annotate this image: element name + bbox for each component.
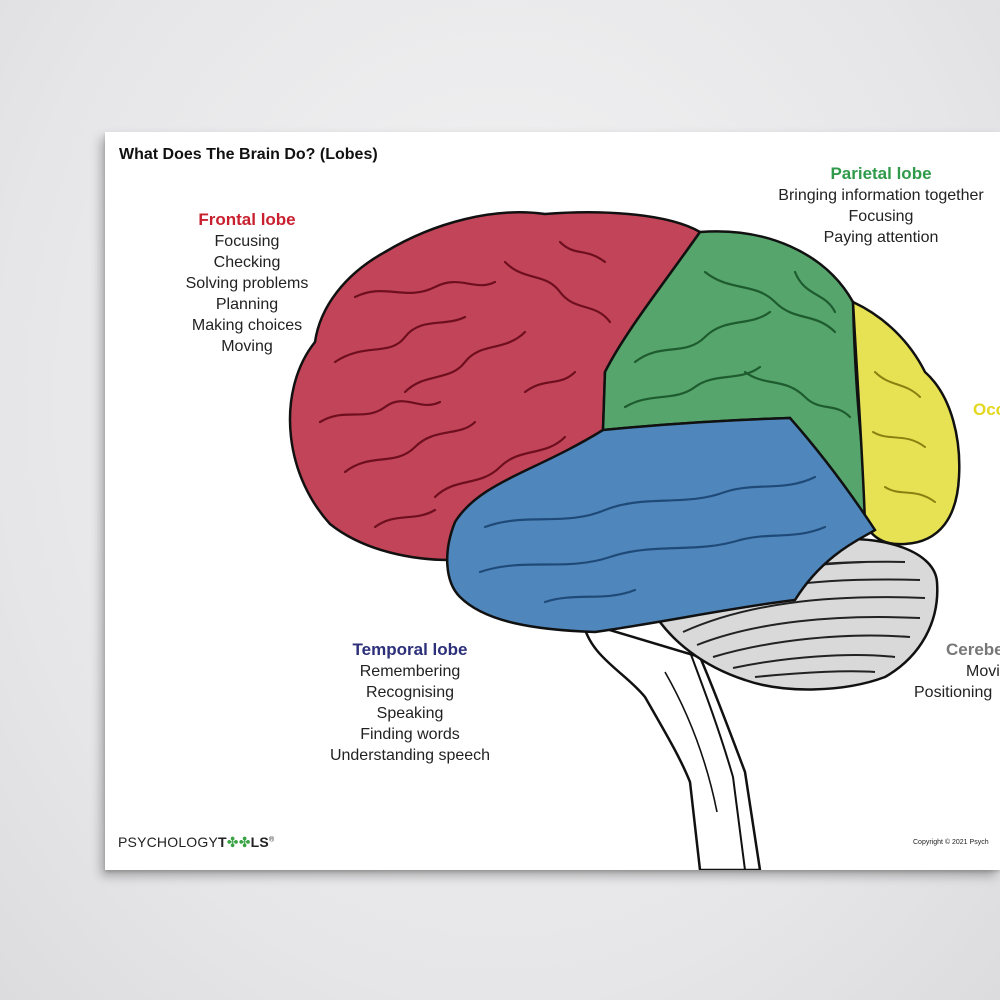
cerebellum-block: Cerebe Movi Positioning <box>914 639 1000 703</box>
temporal-lobe-title: Temporal lobe <box>352 640 468 659</box>
registered-mark: ® <box>268 836 275 844</box>
frontal-item: Checking <box>213 254 281 271</box>
cerebellum-item: Positioning <box>914 684 993 701</box>
parietal-item: Bringing information together <box>778 187 984 204</box>
page-title: What Does The Brain Do? (Lobes) <box>119 146 378 163</box>
copyright-text: Copyright © 2021 Psych <box>913 839 989 846</box>
frontal-item: Making choices <box>191 317 303 334</box>
frontal-item: Planning <box>215 296 279 313</box>
occipital-lobe-title: Occ <box>973 400 1000 419</box>
occipital-lobe-block: Occ <box>973 399 1000 421</box>
brain-diagram <box>288 211 961 870</box>
parietal-item: Focusing <box>848 208 914 225</box>
frontal-item: Solving problems <box>185 275 309 292</box>
worksheet-poster: What Does The Brain Do? (Lobes) Frontal … <box>105 132 1000 870</box>
parietal-lobe-block: Parietal lobe Bringing information toget… <box>751 163 1000 248</box>
temporal-item: Finding words <box>360 726 460 743</box>
logo-text-part2: T <box>218 834 227 850</box>
clover-icon: ✤✤ <box>226 834 251 850</box>
temporal-item: Remembering <box>359 663 461 680</box>
temporal-lobe-block: Temporal lobe Remembering Recognising Sp… <box>305 639 515 766</box>
parietal-lobe-title: Parietal lobe <box>830 164 932 183</box>
psychology-tools-logo: PSYCHOLOGYT✤✤LS® <box>118 834 274 851</box>
frontal-lobe-block: Frontal lobe Focusing Checking Solving p… <box>167 209 327 357</box>
frontal-item: Focusing <box>214 233 280 250</box>
occipital-lobe-shape <box>851 299 961 546</box>
temporal-item: Speaking <box>376 705 444 722</box>
frontal-item: Moving <box>221 338 273 355</box>
logo-text-part3: LS <box>250 834 269 850</box>
parietal-item: Paying attention <box>823 229 939 246</box>
logo-text-part1: PSYCHOLOGY <box>118 834 219 850</box>
temporal-lobe-shape <box>446 416 877 634</box>
temporal-item: Recognising <box>365 684 455 701</box>
cerebellum-title: Cerebe <box>946 640 1000 659</box>
cerebellum-item: Movi <box>966 663 1000 680</box>
temporal-item: Understanding speech <box>329 747 491 764</box>
frontal-lobe-title: Frontal lobe <box>198 210 296 229</box>
